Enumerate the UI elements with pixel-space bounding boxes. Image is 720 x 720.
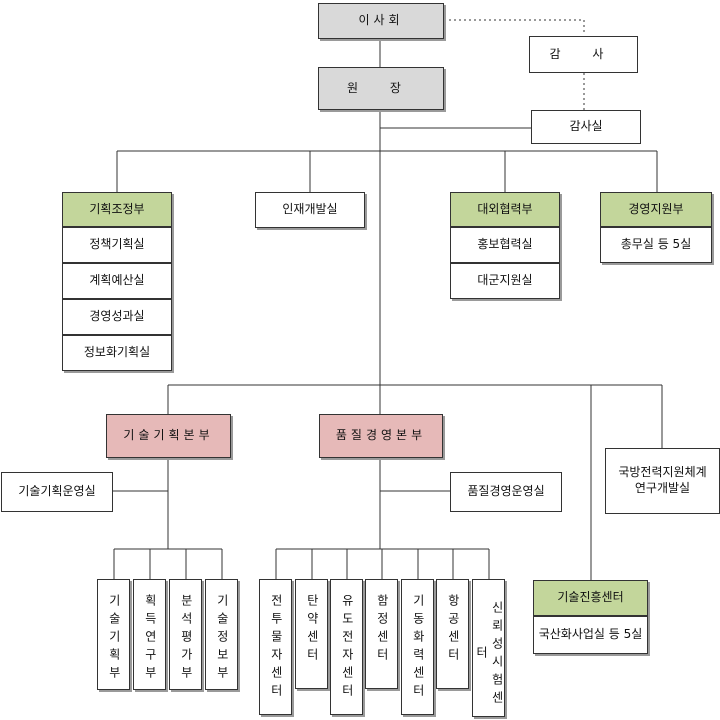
quality-unit-3: 유도전자센터 [330, 579, 363, 715]
tech-promotion-item-1: 국산화사업실 등 5실 [533, 616, 648, 654]
tech-promotion-header: 기술진흥센터 [533, 580, 648, 616]
planning-dept-header: 기획조정부 [62, 192, 172, 227]
planning-item-4: 정보화기획실 [62, 335, 172, 371]
planning-item-1: 정책기획실 [62, 227, 172, 263]
defense-research-box: 국방전력지원체계 연구개발실 [605, 448, 720, 514]
hr-dept-box: 인재개발실 [255, 192, 365, 228]
auditor-box: 감 사 [529, 36, 638, 73]
quality-unit-5: 기동화력센터 [401, 579, 434, 715]
quality-unit-6: 항공센터 [436, 579, 469, 689]
cooperation-item-2: 대군지원실 [450, 263, 560, 299]
tech-unit-1: 기술기획부 [97, 579, 130, 690]
tech-unit-4: 기술정보부 [205, 579, 238, 690]
quality-unit-2: 탄약센터 [295, 579, 328, 689]
cooperation-dept-header: 대외협력부 [450, 192, 560, 227]
quality-unit-7: 신뢰성시험센터 [472, 579, 505, 717]
quality-hq-box: 품질경영본부 [319, 414, 443, 458]
management-item-1: 총무실 등 5실 [600, 227, 712, 263]
tech-unit-2: 획득연구부 [133, 579, 166, 690]
management-dept-header: 경영지원부 [600, 192, 712, 227]
tech-hq-box: 기술기획본부 [106, 414, 231, 458]
president-box: 원 장 [318, 67, 444, 110]
quality-unit-1: 전투물자센터 [259, 579, 292, 715]
planning-item-2: 계획예산실 [62, 263, 172, 299]
quality-office-box: 품질경영운영실 [450, 472, 562, 512]
audit-office-box: 감사실 [531, 110, 641, 144]
board-box: 이사회 [318, 3, 444, 39]
tech-unit-3: 분석평가부 [169, 579, 202, 690]
quality-unit-4: 함정센터 [365, 579, 398, 689]
tech-office-box: 기술기획운영실 [1, 472, 113, 512]
cooperation-item-1: 홍보협력실 [450, 227, 560, 263]
planning-item-3: 경영성과실 [62, 299, 172, 335]
